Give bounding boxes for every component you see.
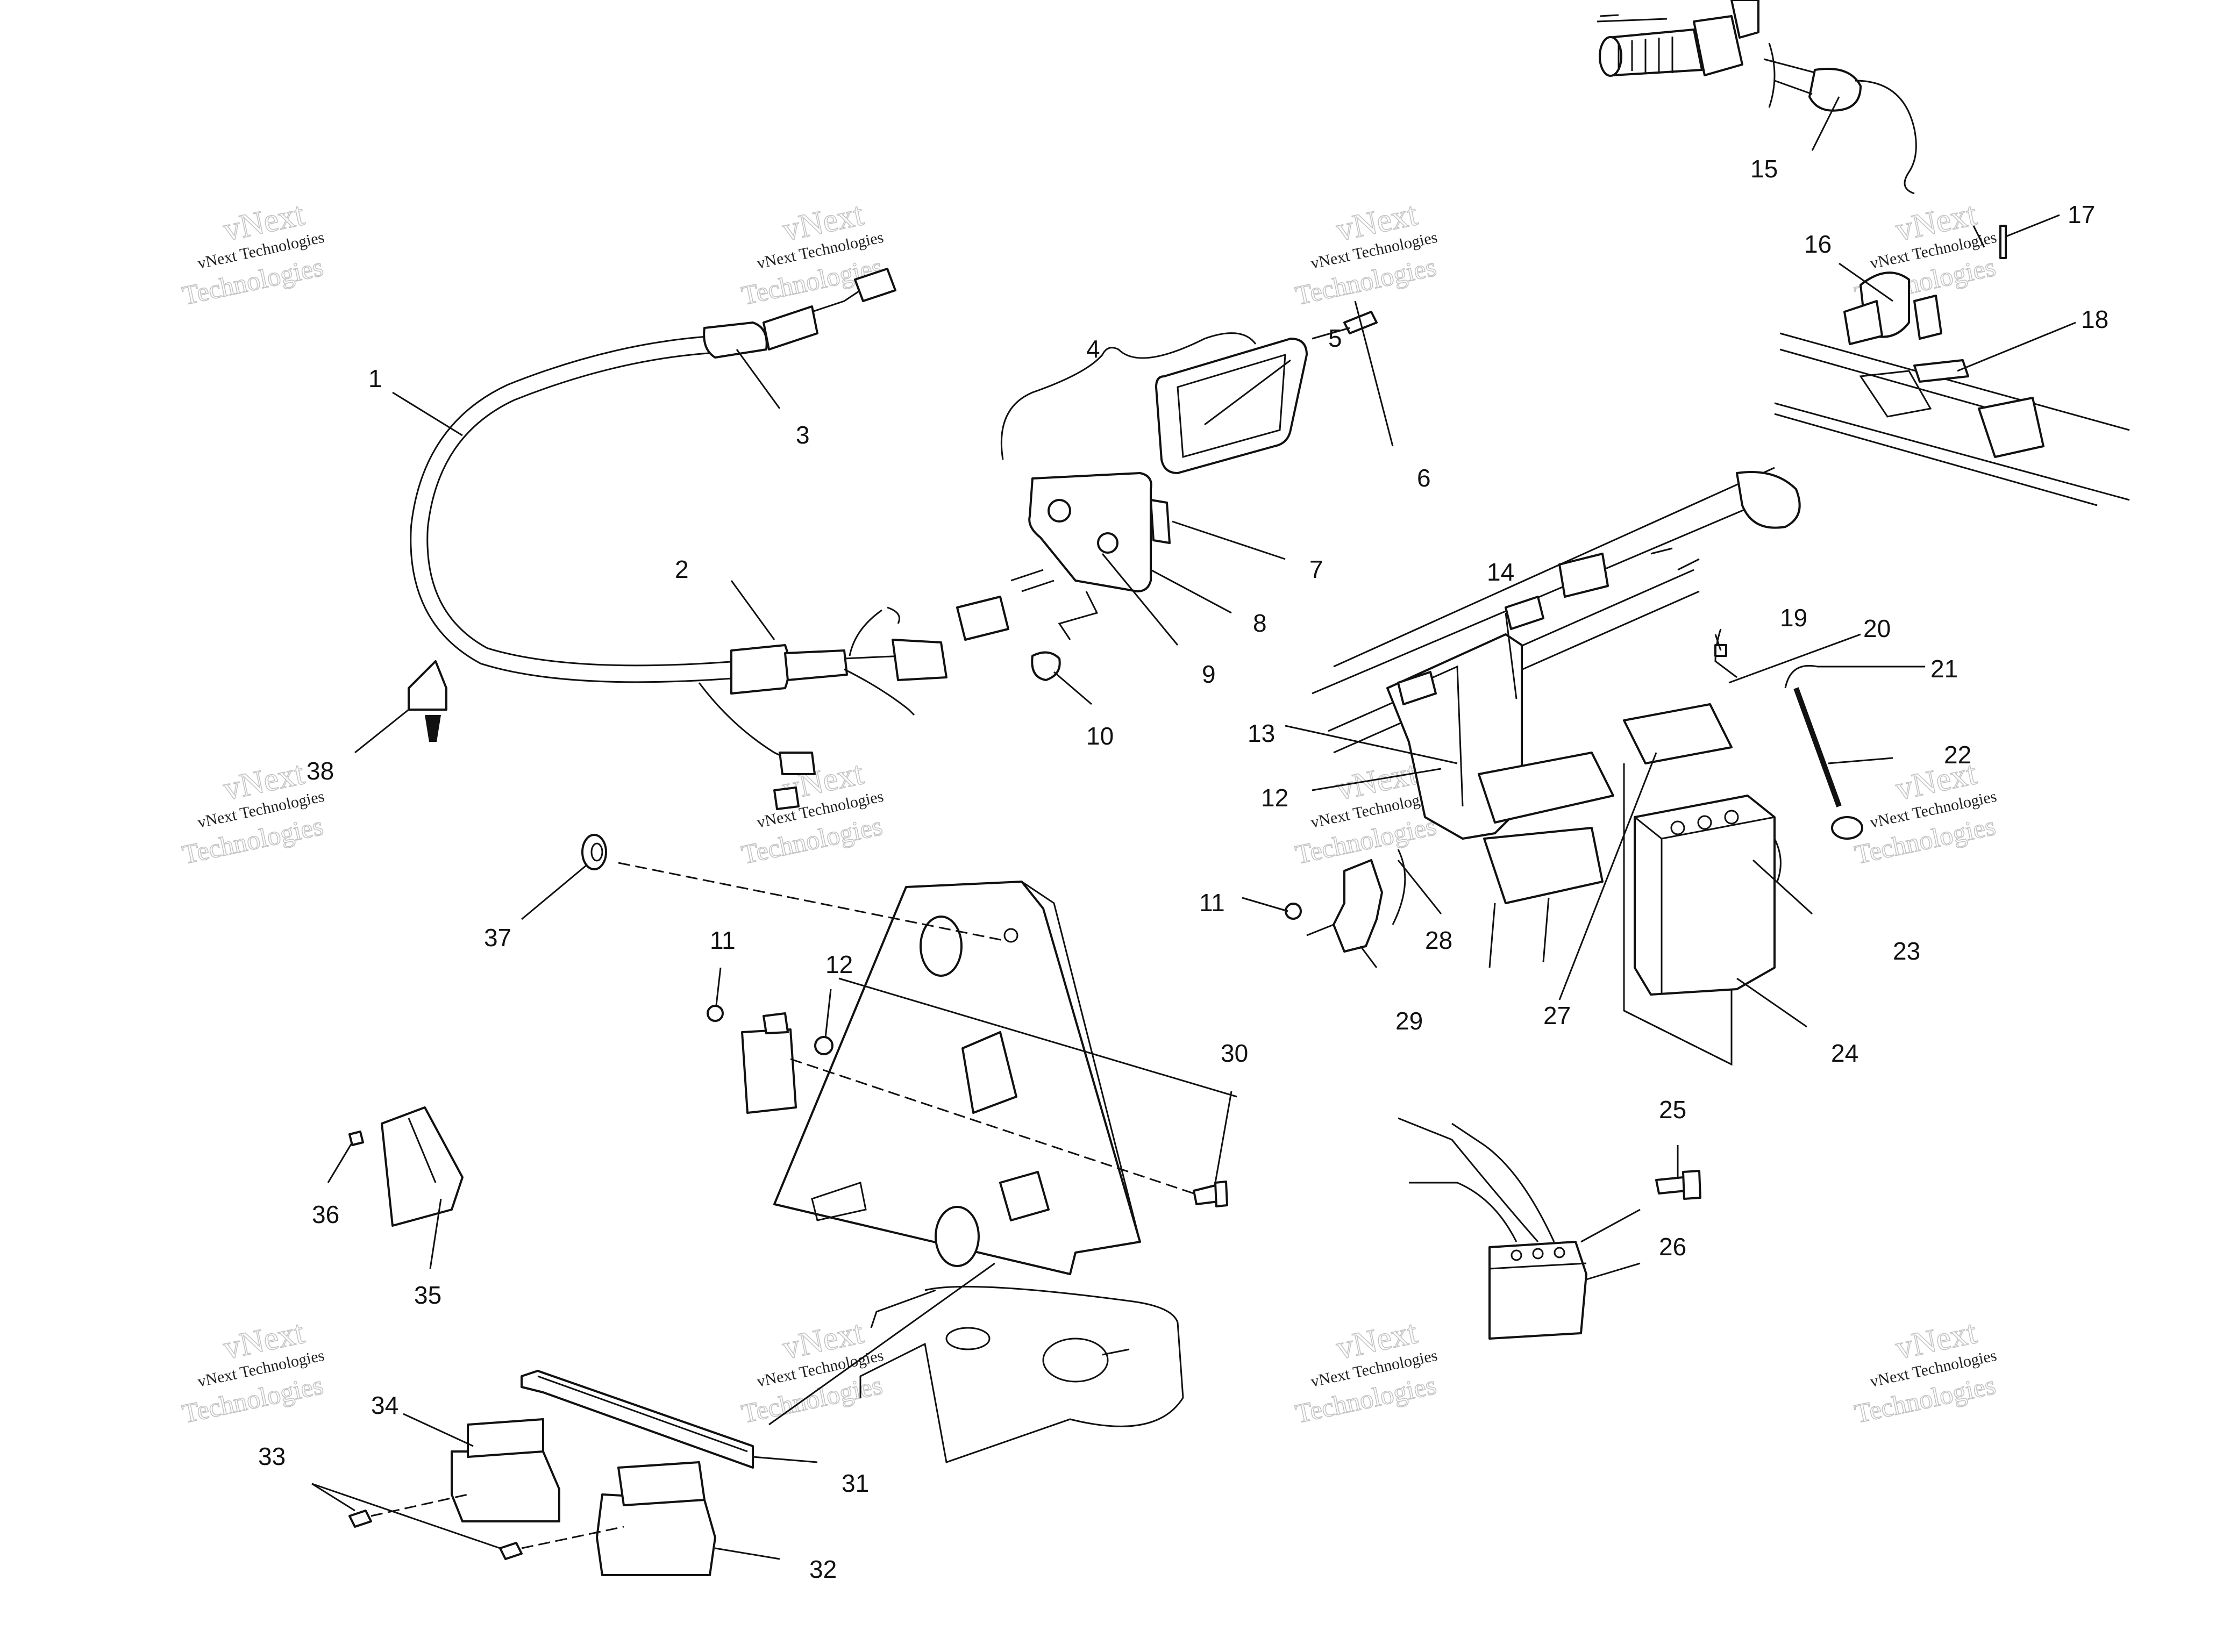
callout-21: 21 xyxy=(1930,655,1958,683)
reflectors xyxy=(348,1370,754,1576)
callout-10: 10 xyxy=(1086,722,1114,750)
relay xyxy=(707,1005,833,1114)
callout-27: 27 xyxy=(1543,1002,1571,1029)
callout-34: 34 xyxy=(371,1391,398,1419)
horn-and-frame xyxy=(1774,225,2130,506)
headlight-assembly xyxy=(956,311,1378,681)
wiring-harness xyxy=(410,268,947,810)
callout-11-upper: 11 xyxy=(1199,889,1225,917)
bolt-30 xyxy=(1193,1181,1228,1207)
bracket-clamp xyxy=(1285,849,1406,953)
callout-23: 23 xyxy=(1893,937,1920,965)
callout-38: 38 xyxy=(307,757,334,785)
watermark: vNext vNext Technologies Technologies xyxy=(1851,1313,1998,1429)
callout-1: 1 xyxy=(368,364,382,392)
callout-16: 16 xyxy=(1804,230,1832,258)
voltage-regulator xyxy=(1398,1117,1701,1340)
callout-15: 15 xyxy=(1750,155,1778,183)
callout-22: 22 xyxy=(1944,741,1971,769)
leader-lines xyxy=(311,96,2076,1560)
watermark: vNext vNext Technologies Technologies xyxy=(1851,754,1998,870)
callout-13: 13 xyxy=(1248,719,1275,747)
warning-tag xyxy=(408,660,447,742)
callout-36: 36 xyxy=(312,1200,339,1228)
callout-12-upper: 12 xyxy=(1261,784,1288,812)
callout-14: 14 xyxy=(1487,558,1514,586)
callout-28: 28 xyxy=(1425,926,1452,954)
callout-35: 35 xyxy=(414,1281,441,1309)
callout-24: 24 xyxy=(1831,1039,1858,1067)
watermark: vNext vNext Technologies Technologies xyxy=(179,195,326,311)
callout-6: 6 xyxy=(1417,464,1431,492)
callout-30: 30 xyxy=(1221,1039,1248,1067)
callout-37: 37 xyxy=(484,924,511,952)
side-bracket xyxy=(348,1106,464,1227)
callout-2: 2 xyxy=(675,555,689,583)
grommet-37 xyxy=(581,834,607,870)
callout-8: 8 xyxy=(1253,609,1267,637)
watermark: vNext vNext Technologies Technologies xyxy=(179,1313,326,1429)
mounting-plate xyxy=(773,881,1237,1463)
callout-5: 5 xyxy=(1328,324,1342,352)
frame-and-battery-mount xyxy=(1312,467,1801,968)
callout-labels: 1 2 3 4 5 6 7 8 9 10 11 11 12 12 13 14 1… xyxy=(258,155,2108,1583)
callout-29: 29 xyxy=(1395,1007,1423,1035)
callout-26: 26 xyxy=(1659,1233,1686,1261)
battery-group xyxy=(1623,628,1863,1066)
watermarks: vNext vNext Technologies Technologies vN… xyxy=(179,195,1998,1429)
callout-12-lower: 12 xyxy=(825,950,853,978)
callout-7: 7 xyxy=(1309,555,1323,583)
callout-4: 4 xyxy=(1086,335,1100,363)
callout-17: 17 xyxy=(2068,201,2095,228)
callout-25: 25 xyxy=(1659,1096,1686,1124)
alignment-lines xyxy=(371,862,1732,1549)
callout-20: 20 xyxy=(1863,614,1891,642)
watermark: vNext vNext Technologies Technologies xyxy=(1292,195,1439,311)
watermark: vNext vNext Technologies Technologies xyxy=(738,1313,885,1429)
callout-19: 19 xyxy=(1780,604,1807,632)
callout-18: 18 xyxy=(2081,305,2108,333)
callout-3: 3 xyxy=(796,421,810,449)
callout-31: 31 xyxy=(842,1469,869,1497)
callout-32: 32 xyxy=(809,1555,837,1583)
watermark: vNext vNext Technologies Technologies xyxy=(1292,1313,1439,1429)
callout-33: 33 xyxy=(258,1442,286,1470)
handlebar-switch-assembly xyxy=(1597,0,1917,195)
callout-11-lower: 11 xyxy=(710,926,736,954)
callout-9: 9 xyxy=(1202,660,1216,688)
